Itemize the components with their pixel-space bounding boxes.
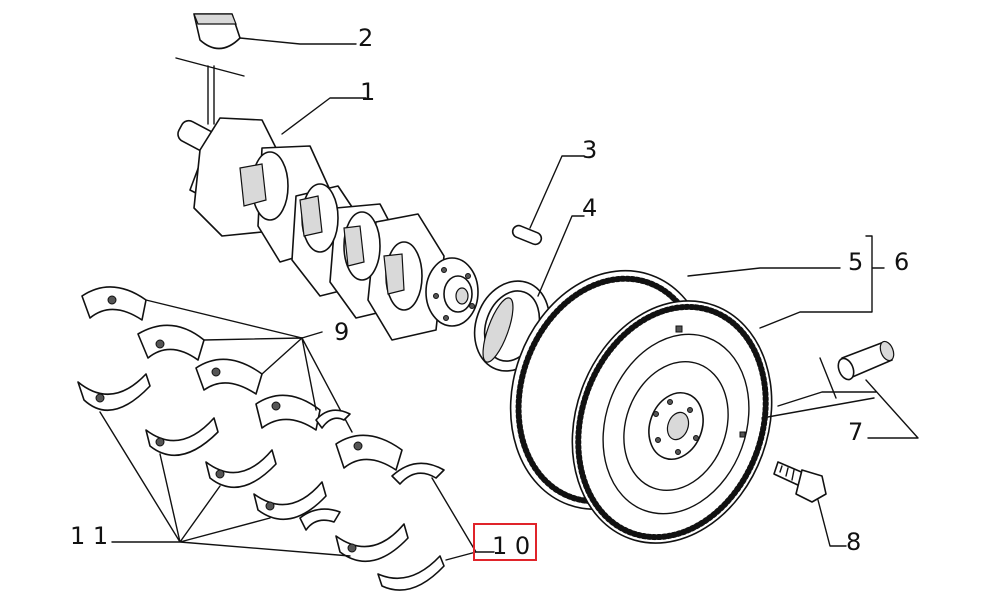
- part-woodruff-key: [193, 13, 241, 50]
- part-thrust-washers: [299, 409, 445, 591]
- callout-11: 1 1: [70, 522, 108, 550]
- leader-5: [687, 267, 841, 277]
- part-main-bearing-shells: [81, 286, 403, 471]
- leader-6: [759, 235, 885, 329]
- leader-key-to-shaft: [175, 57, 245, 125]
- leader-8: [817, 499, 847, 547]
- callout-10-highlight-box: [473, 523, 537, 561]
- callout-8: 8: [846, 528, 861, 556]
- part-crankshaft: [177, 117, 479, 341]
- leader-2: [239, 37, 357, 45]
- part-dowel-pin: [511, 224, 543, 246]
- callout-1: 1: [360, 78, 375, 106]
- callout-2: 2: [358, 24, 373, 52]
- callout-9: 9: [334, 318, 349, 346]
- leader-11: [99, 411, 351, 557]
- part-spigot-bush: [837, 340, 895, 381]
- callout-4: 4: [582, 194, 597, 222]
- callout-5: 5: [848, 248, 863, 276]
- callout-3: 3: [582, 136, 597, 164]
- part-flywheel-bolt: [773, 461, 827, 503]
- leader-7: [761, 357, 919, 439]
- leader-3: [529, 155, 585, 229]
- callout-7: 7: [848, 418, 863, 446]
- leader-9: [145, 299, 353, 433]
- part-flywheel: [509, 269, 773, 544]
- callout-6: 6: [894, 248, 909, 276]
- leader-4: [537, 215, 585, 297]
- part-lower-bearing-shells: [77, 373, 409, 563]
- leader-1: [281, 97, 367, 135]
- leader-10: [431, 477, 495, 561]
- callout-10: 1 0: [492, 532, 530, 560]
